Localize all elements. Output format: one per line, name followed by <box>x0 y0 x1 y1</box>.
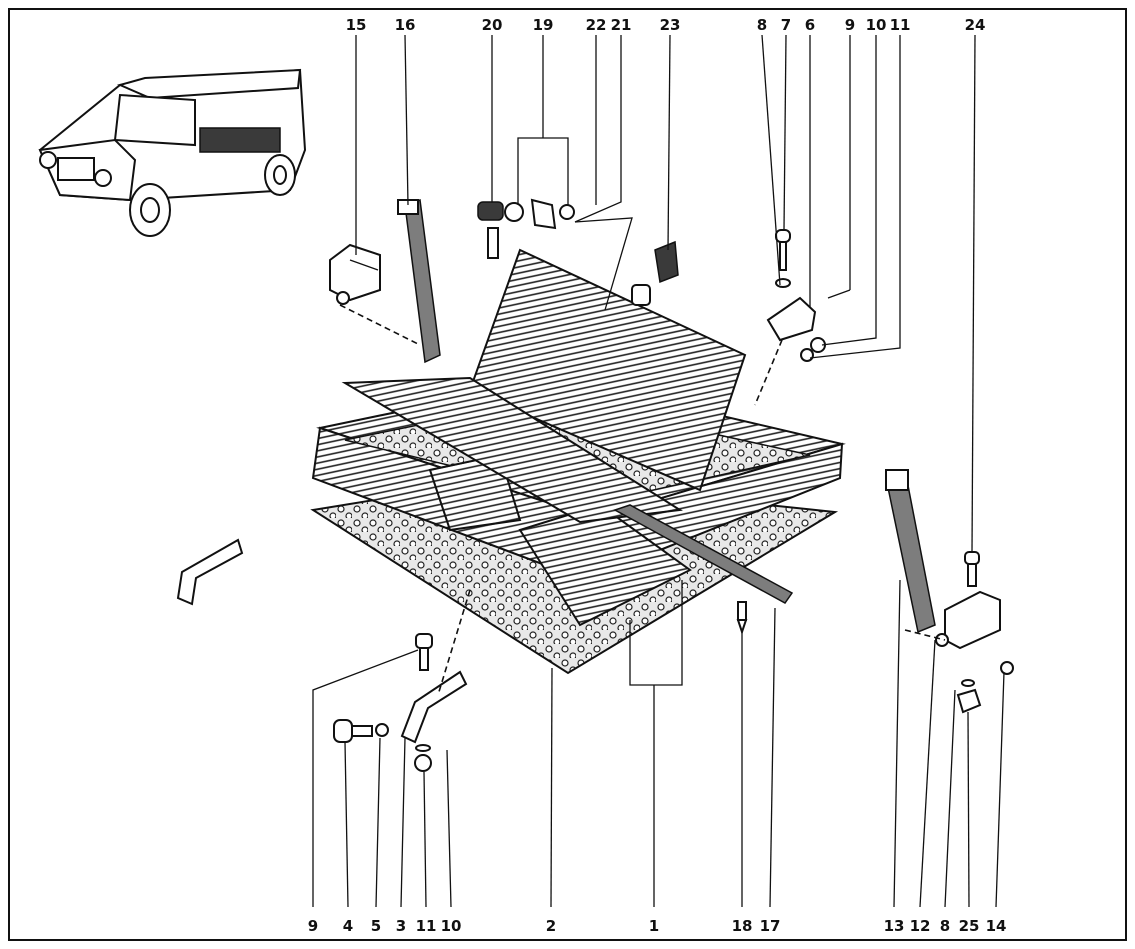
hinge-bracket-24 <box>935 551 1014 714</box>
callouts-top: 15 16 20 19 22 21 23 8 7 6 9 10 11 24 <box>346 16 986 34</box>
nut-11 <box>414 754 432 772</box>
vehicle-illustration <box>38 68 307 237</box>
screw-18 <box>736 601 748 636</box>
stay-rod <box>613 504 794 604</box>
callout-15: 15 <box>346 16 367 34</box>
callout-10-bottom: 10 <box>441 917 462 935</box>
callout-7: 7 <box>781 16 791 34</box>
callouts-bottom: 9 4 5 3 11 10 2 1 18 17 13 12 8 25 14 <box>308 917 1007 935</box>
callout-18: 18 <box>732 917 753 935</box>
callout-2: 2 <box>546 917 556 935</box>
loose-angle-bracket <box>176 538 244 606</box>
callout-8-bottom: 8 <box>940 917 950 935</box>
diagram-frame <box>8 8 1127 941</box>
lid-flap <box>341 376 683 524</box>
callout-9-bottom: 9 <box>308 917 318 935</box>
callout-5: 5 <box>371 917 381 935</box>
washer-5 <box>375 723 389 737</box>
callout-19: 19 <box>533 16 554 34</box>
latch-23 <box>654 240 679 284</box>
callout-23: 23 <box>660 16 681 34</box>
callout-10-top: 10 <box>866 16 887 34</box>
callout-12: 12 <box>910 917 931 935</box>
lock-assembly <box>477 198 575 259</box>
callout-14: 14 <box>986 917 1007 935</box>
callout-13: 13 <box>884 917 905 935</box>
callout-20: 20 <box>482 16 503 34</box>
callout-16: 16 <box>395 16 416 34</box>
callout-1: 1 <box>649 917 659 935</box>
callout-11-top: 11 <box>890 16 911 34</box>
callout-4: 4 <box>343 917 353 935</box>
mounting-bracket-3 <box>400 670 468 744</box>
leader-lines <box>312 34 1005 908</box>
callout-24: 24 <box>965 16 986 34</box>
bolt-4 <box>333 719 373 743</box>
callout-22: 22 <box>586 16 607 34</box>
callout-8-top: 8 <box>757 16 767 34</box>
strut-16 <box>397 199 441 364</box>
callout-11-bottom: 11 <box>416 917 437 935</box>
cargo-area-highlight <box>199 127 281 153</box>
callout-21: 21 <box>611 16 632 34</box>
callout-25: 25 <box>959 917 980 935</box>
callout-17: 17 <box>760 917 781 935</box>
callout-9-top: 9 <box>845 16 855 34</box>
latch-striker <box>631 284 651 306</box>
bolt-9 <box>415 633 433 671</box>
callout-3: 3 <box>396 917 406 935</box>
callout-6: 6 <box>805 16 815 34</box>
strut-13 <box>885 468 936 634</box>
hinge-bracket-15 <box>329 243 381 305</box>
washer-10 <box>415 744 431 752</box>
hinged-lid <box>468 248 747 492</box>
hinge-hardware-right <box>766 229 851 362</box>
